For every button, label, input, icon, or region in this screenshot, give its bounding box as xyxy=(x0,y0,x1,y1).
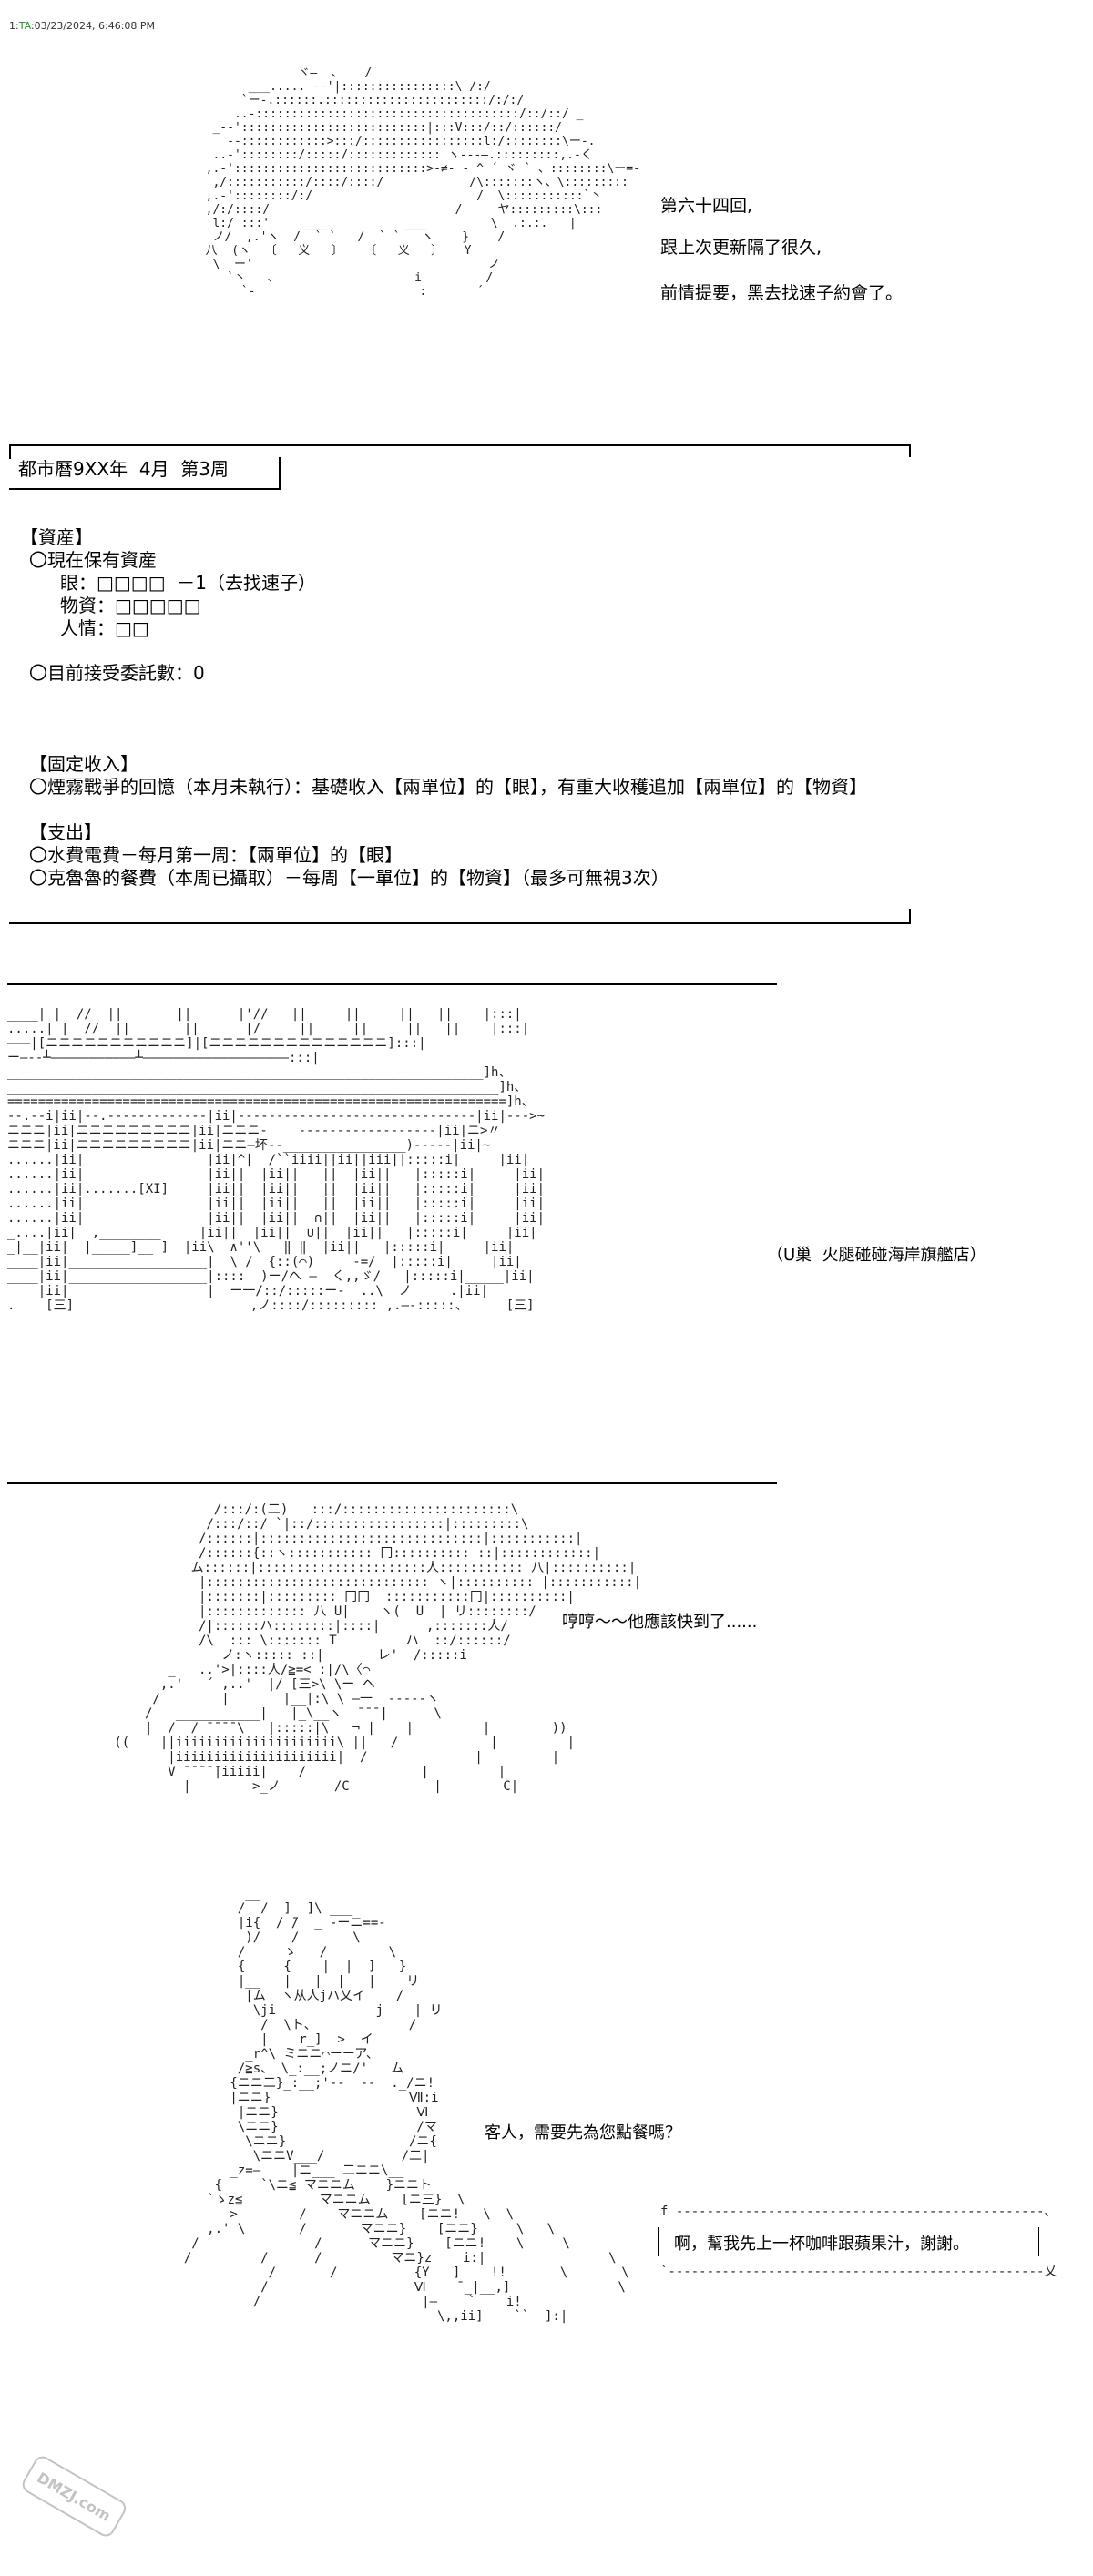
post-number: 1: xyxy=(9,20,19,32)
status-box-top-border xyxy=(9,444,911,446)
date-title: 都市曆9XX年 4月 第3周 xyxy=(18,458,230,480)
assets-heading: 【資産】 xyxy=(20,526,93,548)
reply-dialogue: 啊，幫我先上一杯咖啡跟蘋果汁，謝謝。 xyxy=(674,2235,969,2254)
waiter-character-art: __ / / ] ]\ ___ |i{ / ̄/ _ ‐ーニ==- )/ / \… xyxy=(183,1887,629,2324)
intro-text-2: 前情提要，黑去找速子約會了。 xyxy=(660,283,904,303)
income-line: 〇煙霧戰爭的回憶（本月未執行）：基礎收入【兩單位】的【眼】，有重大收穫追加【兩單… xyxy=(29,776,867,798)
watermark-logo: DMZJ.com xyxy=(19,2453,129,2540)
status-box-right-tick xyxy=(909,444,911,457)
intro-text-1: 跟上次更新隔了很久, xyxy=(660,238,822,258)
author-name[interactable]: TA xyxy=(18,20,31,32)
current-assets: 〇現在保有資産 xyxy=(29,549,157,571)
speech-bubble-frame-top: f ‐‐‐‐‐‐‐‐‐‐‐‐‐‐‐‐‐‐‐‐‐‐‐‐‐‐‐‐‐‐‐‐‐‐‐‐‐‐… xyxy=(660,2204,1057,2219)
storefront-art: ____| | // || || |'// || || || || |:::| … xyxy=(7,1007,546,1313)
eye-value: 眼：□□□□ －1（去找速子） xyxy=(60,572,317,594)
character-face-art: ヾ― 、 / ___..... -‐'|::::::::::::::::\ /:… xyxy=(205,66,640,299)
chapter-title: 第六十四回, xyxy=(660,196,753,216)
income-heading: 【固定收入】 xyxy=(29,753,138,775)
storefront-top-border xyxy=(7,983,777,985)
watermark-text: DMZJ.com xyxy=(34,2468,115,2525)
expense-heading: 【支出】 xyxy=(29,821,102,843)
expense-line-1: 〇水費電費－每月第一周：【兩單位】的【眼】 xyxy=(29,844,403,866)
storefront-bottom-border xyxy=(7,1482,777,1484)
status-box-bottom-tick xyxy=(909,909,911,923)
waiter-dialogue: 客人，需要先為您點餐嗎？ xyxy=(485,2123,681,2143)
post-header: 1:TA:03/23/2024, 6:46:08 PM xyxy=(9,20,155,32)
favor-value: 人情：□□ xyxy=(60,617,149,639)
commissions-count: 〇目前接受委託數：0 xyxy=(29,662,205,684)
material-value: 物資：□□□□□ xyxy=(60,595,201,616)
speech-bubble-frame-bottom: `‐‐‐‐‐‐‐‐‐‐‐‐‐‐‐‐‐‐‐‐‐‐‐‐‐‐‐‐‐‐‐‐‐‐‐‐‐‐‐… xyxy=(660,2265,1057,2279)
seated-character-art: /:::/:(二) :::/::::::::::::::::::::::\ /:… xyxy=(114,1502,642,1794)
speech-bubble-left-edge xyxy=(658,2227,659,2256)
thought-line: 哼哼～～他應該快到了...... xyxy=(562,1613,758,1632)
date-title-underline xyxy=(9,488,281,490)
location-label: （U巢 火腿碰碰海岸旗艦店） xyxy=(767,1246,986,1265)
site-watermark: DMZJ.com xyxy=(12,2453,134,2555)
status-box-bottom-border xyxy=(9,922,911,924)
post-timestamp: :03/23/2024, 6:46:08 PM xyxy=(30,20,156,32)
date-title-right-border xyxy=(279,457,281,490)
status-box-left-tick xyxy=(9,444,11,459)
speech-bubble-right-edge xyxy=(1038,2227,1039,2256)
expense-line-2: 〇克魯魯的餐費（本周已攝取）－每周【一單位】的【物資】（最多可無視3次） xyxy=(29,867,669,889)
